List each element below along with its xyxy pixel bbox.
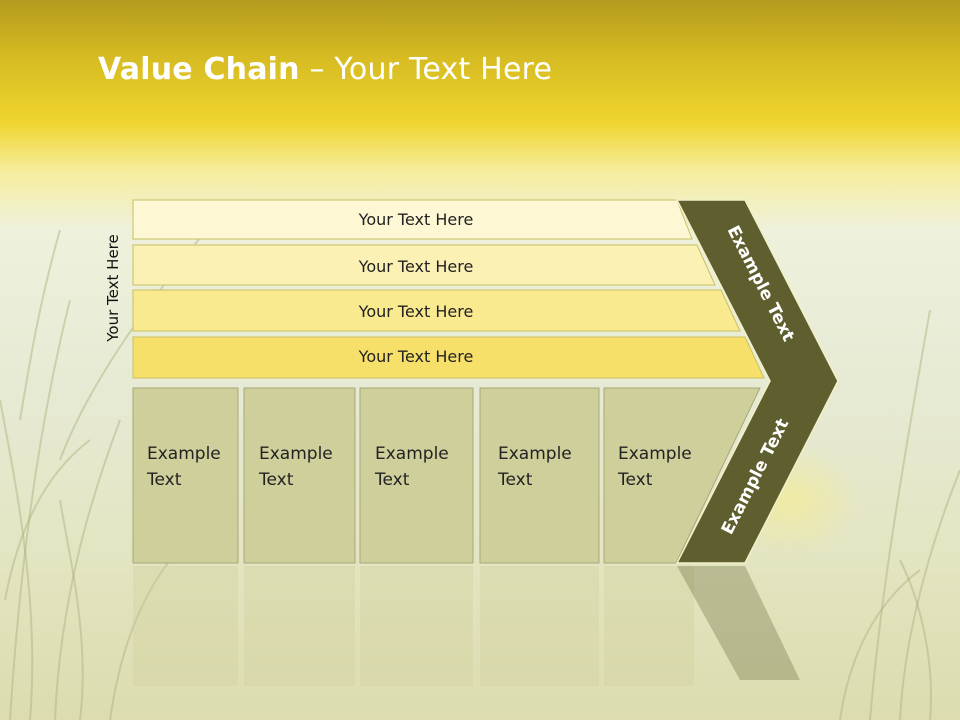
bar-3-label: Your Text Here xyxy=(358,302,474,321)
box-5-line1: Example xyxy=(618,444,692,464)
chevron-reflection xyxy=(677,566,800,680)
box-1-line1: Example xyxy=(147,444,221,464)
box-2-line1: Example xyxy=(259,444,333,464)
box-1 xyxy=(132,387,239,564)
box-2-line2: Text xyxy=(258,470,294,490)
box-3-line2: Text xyxy=(374,470,410,490)
box-5 xyxy=(603,387,761,564)
box-2-reflection xyxy=(244,566,355,686)
box-3-reflection xyxy=(360,566,473,686)
title-bold: Value Chain xyxy=(98,52,300,87)
box-2 xyxy=(243,387,356,564)
box-4-reflection xyxy=(480,566,599,686)
box-3 xyxy=(359,387,474,564)
bar-4-label: Your Text Here xyxy=(358,347,474,366)
page-title: Value Chain – Your Text Here xyxy=(98,52,552,87)
bar-2 xyxy=(132,244,716,286)
bar-3 xyxy=(132,289,741,332)
box-3-line1: Example xyxy=(375,444,449,464)
title-rest: – Your Text Here xyxy=(299,52,553,87)
box-4 xyxy=(479,387,600,564)
box-4-line2: Text xyxy=(497,470,533,490)
box-5-reflection xyxy=(604,566,694,686)
bar-2-label: Your Text Here xyxy=(358,257,474,276)
bar-4 xyxy=(132,336,765,379)
box-4-line1: Example xyxy=(498,444,572,464)
box-1-reflection xyxy=(133,566,238,686)
bar-1 xyxy=(132,199,693,240)
box-5-line2: Text xyxy=(617,470,653,490)
chevron-arrow xyxy=(675,199,839,564)
bar-1-label: Your Text Here xyxy=(358,210,474,229)
box-1-line2: Text xyxy=(146,470,182,490)
